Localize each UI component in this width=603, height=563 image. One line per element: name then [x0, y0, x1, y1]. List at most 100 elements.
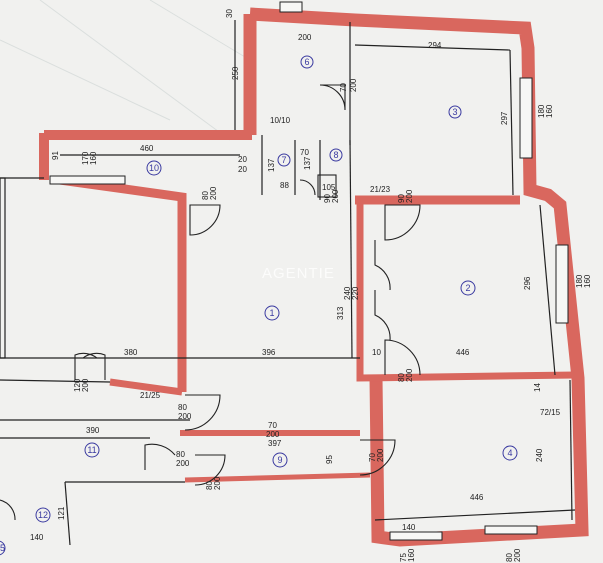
window-room-10: [49, 175, 126, 185]
dim-label: 200: [376, 448, 385, 462]
window-room-6: [279, 1, 303, 13]
room-marker-7: 7: [277, 153, 291, 167]
dim-label: 170: [81, 151, 90, 165]
dim-label: 105: [322, 183, 336, 192]
dim-label: 80: [397, 373, 406, 382]
dim-label: 80: [176, 450, 185, 459]
interior-lines: [0, 20, 576, 546]
window-room-2: [555, 244, 569, 324]
dim-label: 240: [343, 286, 352, 300]
door-room-4: [359, 439, 396, 476]
dim-label: 72/15: [540, 408, 561, 417]
dim-label: 446: [456, 348, 470, 357]
dim-label: 200: [405, 189, 414, 203]
svg-text:9: 9: [277, 455, 282, 465]
dim-label: 120: [73, 378, 82, 392]
svg-text:5: 5: [0, 543, 5, 553]
dim-label: 200: [266, 430, 280, 439]
room-marker-12: 12: [35, 507, 51, 523]
windows: [49, 1, 569, 541]
dim-label: 180: [537, 104, 546, 118]
dim-label: 70: [368, 453, 377, 462]
dim-label: 200: [405, 368, 414, 382]
dim-label: 137: [267, 158, 276, 172]
dim-label: 296: [523, 276, 532, 290]
dim-label: 200: [513, 548, 522, 562]
dim-label: 70: [339, 83, 348, 92]
door-entrance-a: [144, 443, 176, 470]
dim-label: 294: [428, 41, 442, 50]
dim-label: 313: [336, 306, 345, 320]
paper-creases: [0, 0, 251, 141]
svg-text:4: 4: [507, 448, 512, 458]
dim-label: 21/25: [140, 391, 161, 400]
room-marker-9: 9: [272, 452, 288, 468]
dim-label: 90: [397, 194, 406, 203]
svg-text:7: 7: [281, 155, 286, 165]
svg-text:3: 3: [452, 107, 457, 117]
dimension-labels: 30 200 294 250 70 200 297 180 160 10/10 …: [30, 9, 592, 562]
dim-label: 160: [583, 274, 592, 288]
window-room-3: [519, 77, 533, 159]
door-room-7: [299, 179, 316, 196]
dim-label: 460: [140, 144, 154, 153]
dim-label: 91: [51, 151, 60, 160]
dim-label: 10: [372, 348, 381, 357]
door-room-2-side-b: [374, 290, 391, 341]
window-room-4-left: [389, 531, 443, 541]
dim-label: 14: [533, 383, 542, 392]
dim-label: 180: [575, 274, 584, 288]
dim-label: 390: [86, 426, 100, 435]
door-room-2-bottom: [384, 339, 421, 376]
room-marker-2: 2: [460, 280, 476, 296]
door-room-1-top: [189, 204, 221, 236]
room-marker-4: 4: [502, 445, 518, 461]
room-markers: 6 3 7 8 10 1 2 11 9 4 12 5: [0, 55, 518, 556]
dim-label: 140: [402, 523, 416, 532]
door-entrance-b: [194, 454, 226, 486]
dim-label: 446: [470, 493, 484, 502]
dim-label: 140: [30, 533, 44, 542]
svg-text:8: 8: [333, 150, 338, 160]
door-room-8: [317, 174, 337, 198]
door-room-2-top: [384, 204, 421, 241]
dim-label: 95: [325, 455, 334, 464]
door-room-2-side-a: [374, 240, 391, 291]
door-room-6: [319, 84, 346, 111]
svg-text:1: 1: [269, 308, 274, 318]
dim-label: 240: [535, 448, 544, 462]
dim-label: 200: [178, 412, 192, 421]
door-room-11-left: [74, 352, 98, 380]
window-room-4-right: [484, 525, 538, 535]
dim-label: 380: [124, 348, 138, 357]
doors: [0, 84, 421, 521]
dim-label: 80: [205, 481, 214, 490]
dim-label: 70: [300, 148, 309, 157]
dim-label: 121: [57, 506, 66, 520]
dim-label: 200: [349, 78, 358, 92]
room-marker-6: 6: [300, 55, 314, 69]
dim-label: 200: [209, 186, 218, 200]
room-marker-3: 3: [448, 105, 462, 119]
door-room-12: [0, 499, 16, 521]
dim-label: 75: [399, 553, 408, 562]
watermark: AGENTIE: [262, 265, 335, 282]
dim-label: 200: [213, 476, 222, 490]
dim-label: 70: [268, 421, 277, 430]
svg-text:10: 10: [149, 163, 159, 173]
dim-label: 137: [303, 156, 312, 170]
dim-label: 160: [545, 104, 554, 118]
room-marker-1: 1: [264, 305, 280, 321]
room-marker-10: 10: [146, 160, 162, 176]
dim-label: 20: [238, 155, 247, 164]
door-room-11-right: [82, 352, 106, 380]
room-marker-8: 8: [329, 148, 343, 162]
dim-label: 250: [231, 66, 240, 80]
dim-label: 21/23: [370, 185, 391, 194]
dim-label: 20: [238, 165, 247, 174]
dim-label: 10/10: [270, 116, 291, 125]
dim-label: 397: [268, 439, 282, 448]
svg-text:6: 6: [304, 57, 309, 67]
